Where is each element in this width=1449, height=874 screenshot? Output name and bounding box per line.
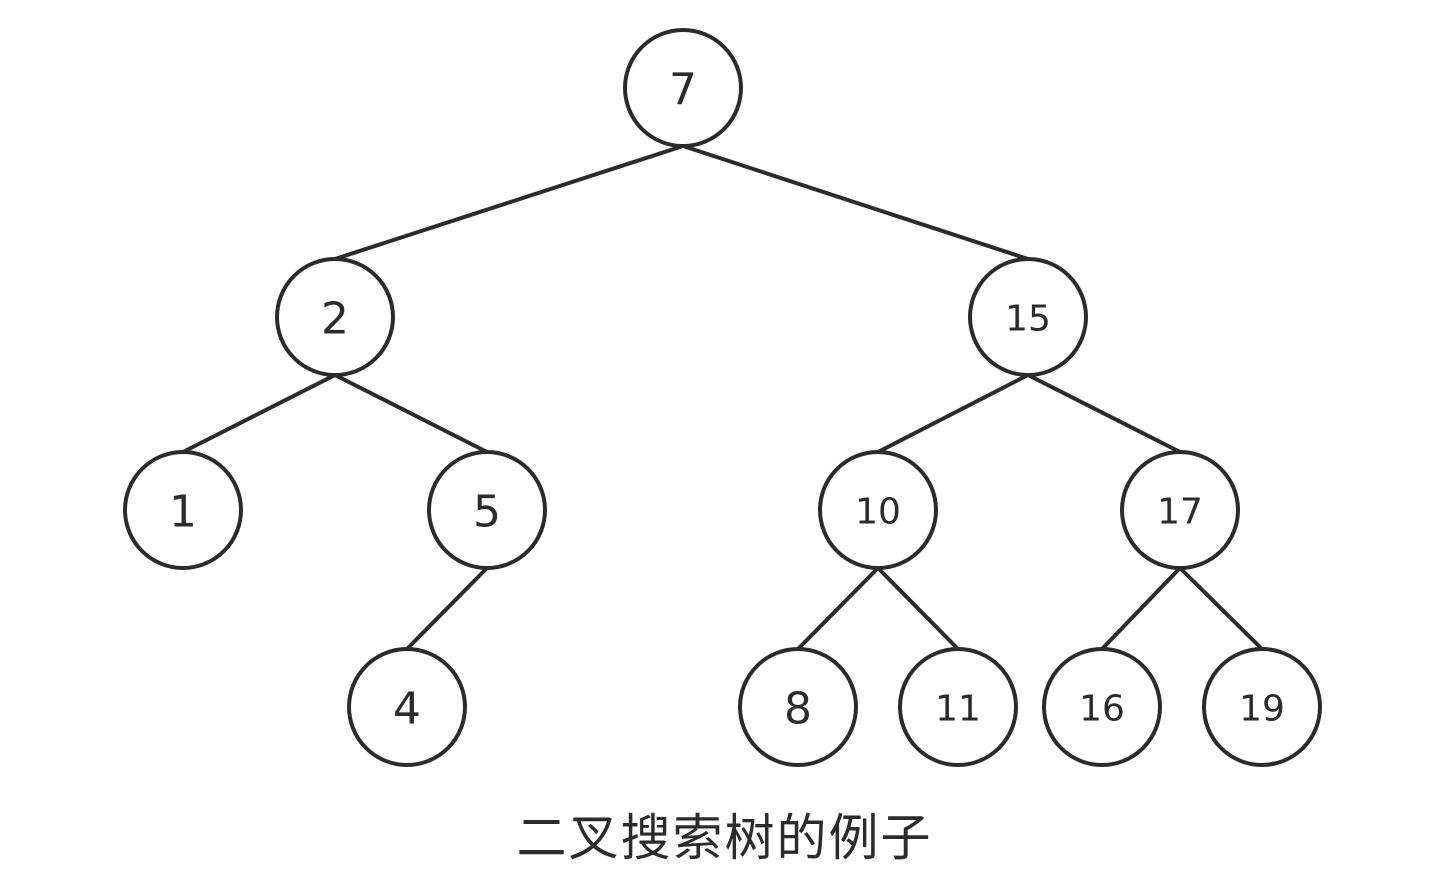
tree-node-15: 15: [968, 257, 1088, 377]
edge-n5-n4: [405, 566, 489, 651]
node-label: 16: [1079, 689, 1125, 730]
node-label: 4: [393, 684, 421, 735]
node-circle: [1042, 647, 1162, 767]
edge-n10-n11: [876, 566, 960, 651]
tree-node-1: 1: [123, 450, 243, 570]
node-label: 7: [669, 65, 697, 116]
node-circle: [427, 450, 547, 570]
tree-node-16: 16: [1042, 647, 1162, 767]
edge-n17-n16: [1100, 566, 1182, 651]
tree-node-7: 7: [623, 28, 743, 148]
tree-node-10: 10: [818, 450, 938, 570]
edge-n17-n19: [1178, 566, 1264, 651]
node-circle: [738, 647, 858, 767]
edge-n7-n15: [681, 144, 1030, 261]
edge-n2-n5: [333, 373, 489, 454]
node-label: 11: [935, 689, 981, 730]
node-circle: [818, 450, 938, 570]
tree-node-11: 11: [898, 647, 1018, 767]
node-label: 2: [321, 294, 349, 345]
node-circle: [898, 647, 1018, 767]
node-label: 8: [784, 684, 812, 735]
node-circle: [623, 28, 743, 148]
node-label: 19: [1239, 689, 1285, 730]
diagram-caption: 二叉搜索树的例子: [516, 809, 933, 867]
tree-node-4: 4: [347, 647, 467, 767]
tree-node-17: 17: [1120, 450, 1240, 570]
tree-edges: [181, 144, 1264, 651]
tree-node-8: 8: [738, 647, 858, 767]
tree-node-2: 2: [275, 257, 395, 377]
edge-n7-n2: [333, 144, 685, 261]
node-label: 5: [473, 487, 501, 538]
node-circle: [123, 450, 243, 570]
tree-node-5: 5: [427, 450, 547, 570]
node-circle: [275, 257, 395, 377]
node-label: 15: [1005, 299, 1051, 340]
tree-node-19: 19: [1202, 647, 1322, 767]
edge-n15-n10: [876, 373, 1030, 454]
node-circle: [1202, 647, 1322, 767]
node-label: 10: [855, 492, 901, 533]
node-circle: [968, 257, 1088, 377]
edge-n2-n1: [181, 373, 337, 454]
node-circle: [1120, 450, 1240, 570]
edge-n15-n17: [1026, 373, 1182, 454]
edge-n10-n8: [796, 566, 880, 651]
node-label: 17: [1157, 492, 1203, 533]
node-circle: [347, 647, 467, 767]
node-label: 1: [169, 487, 197, 538]
